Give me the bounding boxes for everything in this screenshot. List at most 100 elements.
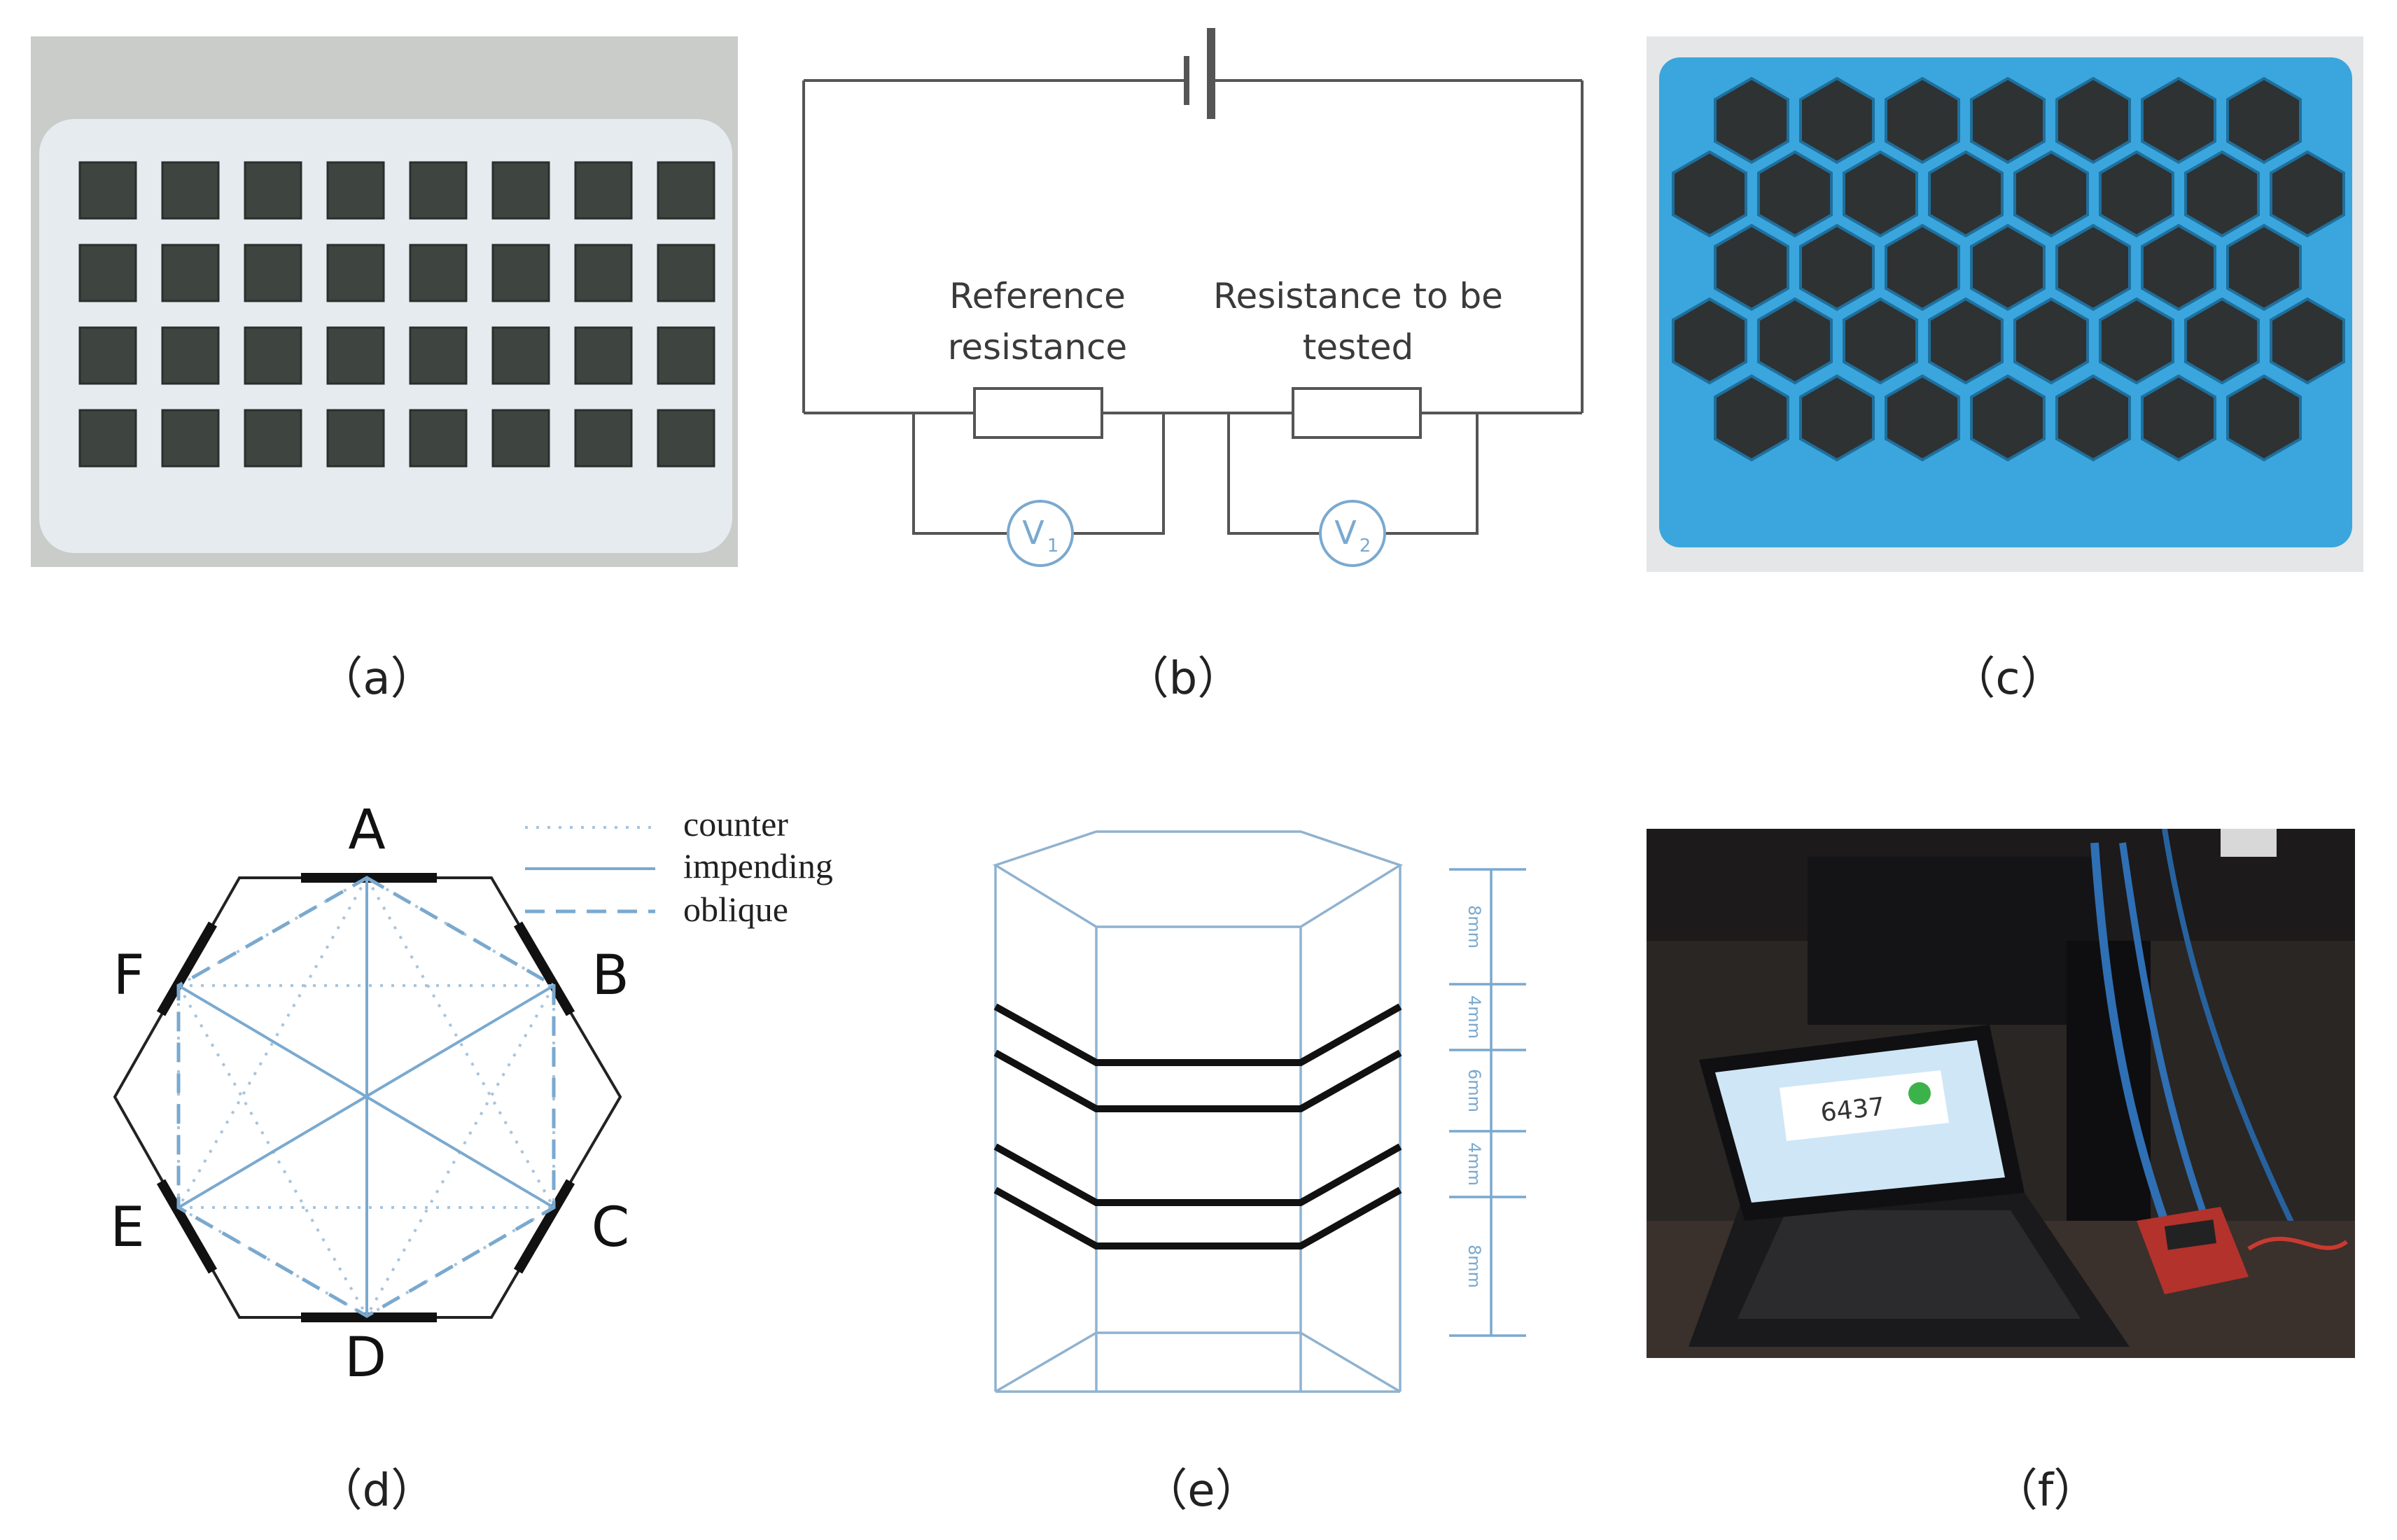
tested-resistor <box>1292 387 1422 439</box>
electrode-configuration-diagram: A B C D E F counter impending oblique <box>110 799 833 1390</box>
mold-cell <box>161 244 220 302</box>
dimension-label-2: 4mm <box>1465 995 1484 1039</box>
voltmeter-1 <box>1007 500 1074 567</box>
hex-mold-cell <box>2141 223 2216 312</box>
vertex-label-c: C <box>592 1196 629 1259</box>
vertex-label-d: D <box>344 1326 386 1390</box>
mold-cell <box>326 409 385 468</box>
dimension-label-3: 6mm <box>1465 1069 1484 1112</box>
voltmeter-2-subscript: 2 <box>1360 536 1371 556</box>
hex-mold-cell <box>2013 150 2089 238</box>
hex-mold-cell <box>1843 297 1918 385</box>
mold-cell <box>657 244 715 302</box>
hex-mold-cell <box>2013 297 2089 385</box>
hex-mold-cell <box>1885 374 1960 462</box>
square-mold-photo <box>31 36 738 567</box>
caption-e: （e） <box>1142 1465 1260 1517</box>
mold-cell <box>491 326 550 385</box>
hex-mold-cell <box>1885 223 1960 312</box>
hexagonal-prism-diagram: 8mm 4mm 6mm 4mm 8mm <box>992 830 1526 1393</box>
mold-cell <box>657 161 715 220</box>
voltmeter-2 <box>1319 500 1386 567</box>
panel-b-circuit: V 1 V 2 Reference resistance Resistance … <box>791 14 1603 574</box>
mold-cell <box>326 161 385 220</box>
hex-mold-cell <box>1799 76 1875 164</box>
hex-mold-cell <box>2270 297 2345 385</box>
dimension-label-4: 4mm <box>1465 1142 1484 1186</box>
mold-cell <box>409 326 468 385</box>
mold-cell <box>244 326 302 385</box>
hex-mold-cell <box>2099 150 2174 238</box>
hex-mold-cell <box>2141 76 2216 164</box>
hex-mold-cell <box>2184 297 2260 385</box>
hex-mold-cell <box>1672 297 1747 385</box>
vertex-label-a: A <box>348 799 385 862</box>
mold-cell <box>657 409 715 468</box>
circuit-diagram: V 1 V 2 Reference resistance Resistance … <box>802 28 1584 567</box>
mold-cell <box>574 161 633 220</box>
hex-mold-cell <box>1757 150 1833 238</box>
voltmeter-1-label: V <box>1022 514 1044 552</box>
reference-resistor <box>973 387 1103 439</box>
voltmeter-1-subscript: 1 <box>1047 536 1059 556</box>
mold-cell <box>244 161 302 220</box>
legend-label-oblique: oblique <box>683 890 788 929</box>
mold-cell <box>326 326 385 385</box>
hex-mold-cell <box>1714 223 1789 312</box>
hex-mold-cell <box>1885 76 1960 164</box>
panel-f-photo: 6437 <box>1647 829 2355 1358</box>
hexagon-mold-photo <box>1647 36 2363 572</box>
dimension-label-1: 8mm <box>1465 905 1484 948</box>
mold-cell <box>78 161 137 220</box>
hex-mold-cell <box>2055 374 2131 462</box>
panel-a-photo <box>31 36 738 567</box>
vertex-label-e: E <box>110 1196 144 1259</box>
hex-mold-cell <box>2184 150 2260 238</box>
screen-reading: 6437 <box>1819 1093 1886 1128</box>
caption-d: （d） <box>317 1465 436 1517</box>
hex-mold-cell <box>2055 76 2131 164</box>
hex-mold-cell <box>2099 297 2174 385</box>
hex-mold-cell <box>1970 223 2046 312</box>
hex-mold-cell <box>2226 76 2302 164</box>
mold-cell <box>491 161 550 220</box>
mold-cell <box>574 244 633 302</box>
panel-d-hexagon-diagram: A B C D E F counter impending oblique <box>70 777 896 1407</box>
mold-cell <box>161 326 220 385</box>
hex-mold-cell <box>1970 76 2046 164</box>
panel-c-photo <box>1647 36 2363 572</box>
vertex-label-b: B <box>592 944 629 1007</box>
hex-mold-cell <box>1799 374 1875 462</box>
panel-e-prism-diagram: 8mm 4mm 6mm 4mm 8mm <box>966 819 1554 1407</box>
tested-label-line2: tested <box>1303 327 1414 368</box>
dimension-label-5: 8mm <box>1465 1245 1484 1288</box>
hex-mold-cell <box>2226 223 2302 312</box>
reference-label-line1: Reference <box>949 276 1126 316</box>
caption-c: （c） <box>1950 653 2065 705</box>
vertex-label-f: F <box>113 944 145 1007</box>
multimeter <box>2137 1207 2249 1294</box>
hex-mold-cell <box>1714 374 1789 462</box>
reference-label-line2: resistance <box>948 327 1127 368</box>
mold-cell <box>326 244 385 302</box>
hex-mold-cell <box>1843 150 1918 238</box>
hex-mold-cell <box>1672 150 1747 238</box>
hex-mold-cell <box>2270 150 2345 238</box>
mold-cell <box>491 244 550 302</box>
mold-cell <box>161 409 220 468</box>
mold-cell <box>409 244 468 302</box>
mold-cell <box>409 161 468 220</box>
legend-label-counter: counter <box>683 804 788 844</box>
mold-cell <box>78 244 137 302</box>
hex-mold-cell <box>1799 223 1875 312</box>
tested-label-line1: Resistance to be <box>1213 276 1503 316</box>
hex-mold-cell <box>2226 374 2302 462</box>
mold-cell <box>78 326 137 385</box>
mold-cell <box>161 161 220 220</box>
mold-cell <box>574 409 633 468</box>
hex-mold-cell <box>1714 76 1789 164</box>
legend-label-impending: impending <box>683 846 833 886</box>
voltmeter-2-label: V <box>1334 514 1357 552</box>
legend: counter impending oblique <box>525 804 833 929</box>
mold-cell <box>574 326 633 385</box>
